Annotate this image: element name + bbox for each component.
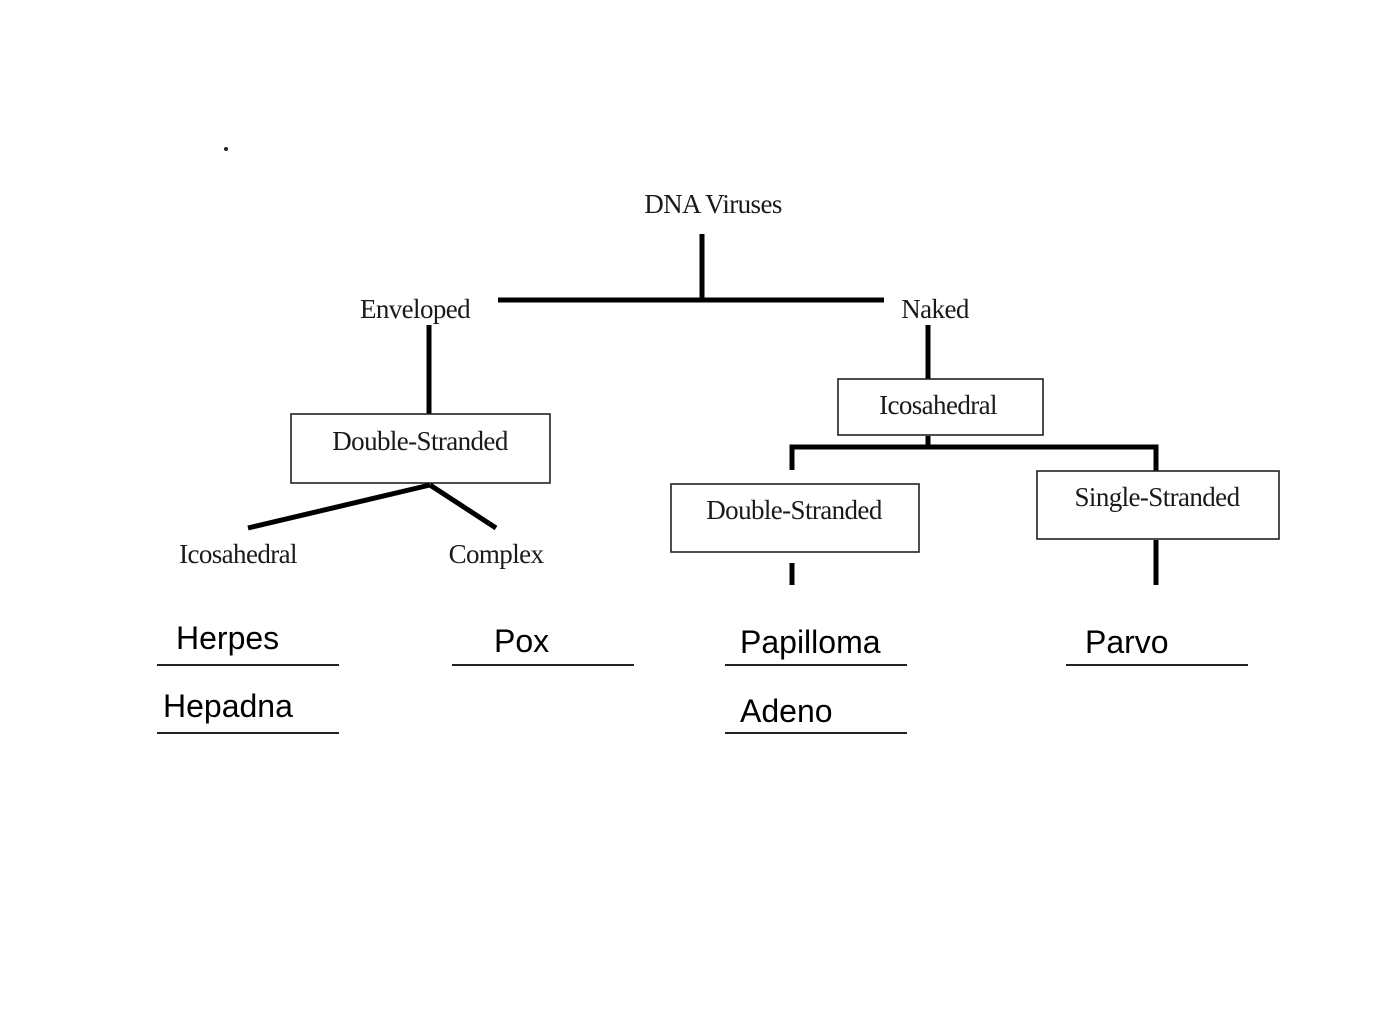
answer-pox: Pox [494, 623, 549, 659]
answer-adeno: Adeno [740, 693, 833, 729]
edge-double-to-complex [428, 482, 498, 531]
edge-icosahedral-crossbar [789, 444, 1159, 471]
node-naked-icosahedral: Icosahedral [879, 390, 997, 420]
node-enveloped-double-stranded: Double-Stranded [332, 426, 509, 456]
node-naked-single-stranded: Single-Stranded [1075, 482, 1241, 512]
node-root-dna-viruses: DNA Viruses [644, 189, 782, 219]
node-box-enveloped-double-stranded [290, 413, 551, 484]
edge-double-to-icosahedral [247, 482, 431, 531]
node-naked: Naked [901, 294, 970, 324]
node-naked-double-stranded: Double-Stranded [706, 495, 883, 525]
node-box-naked-double-stranded [670, 483, 920, 553]
node-enveloped-complex: Complex [449, 539, 545, 569]
answer-parvo: Parvo [1085, 624, 1169, 660]
node-box-naked-single-stranded [1036, 470, 1280, 540]
answer-hepadna: Hepadna [163, 688, 293, 724]
answer-papilloma: Papilloma [740, 624, 881, 660]
stray-dot [224, 147, 228, 151]
node-enveloped: Enveloped [360, 294, 471, 324]
node-enveloped-icosahedral: Icosahedral [179, 539, 297, 569]
answer-herpes: Herpes [176, 620, 279, 656]
node-box-naked-icosahedral [837, 378, 1044, 436]
